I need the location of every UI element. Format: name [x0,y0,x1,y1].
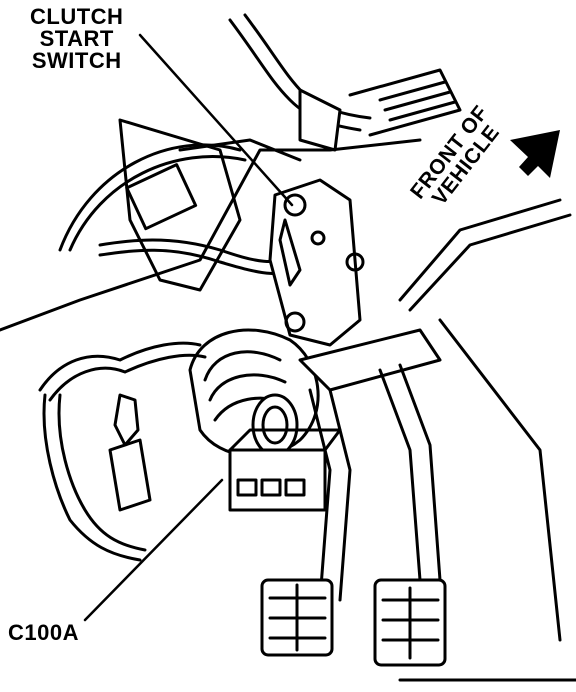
left-harness-bundle [38,341,207,562]
upper-wiring-harness [58,13,462,252]
clutch-start-switch-label: CLUTCH START SWITCH [30,6,123,72]
brake-pedal [373,363,447,667]
connector-label: C100A [8,620,79,645]
clutch-pedal [260,328,442,657]
firewall-structure [398,198,576,682]
label-line-3: SWITCH [31,48,122,73]
booster-assembly [188,328,320,458]
clutch-switch-leader-line [138,33,294,207]
arrow-up-right-icon [510,130,560,178]
clutch-start-switch [268,178,365,347]
label-line-1: CLUTCH [30,4,124,29]
c100a-leader-line [83,478,224,622]
connector-c100a [228,428,342,512]
label-line-2: START [39,26,114,51]
